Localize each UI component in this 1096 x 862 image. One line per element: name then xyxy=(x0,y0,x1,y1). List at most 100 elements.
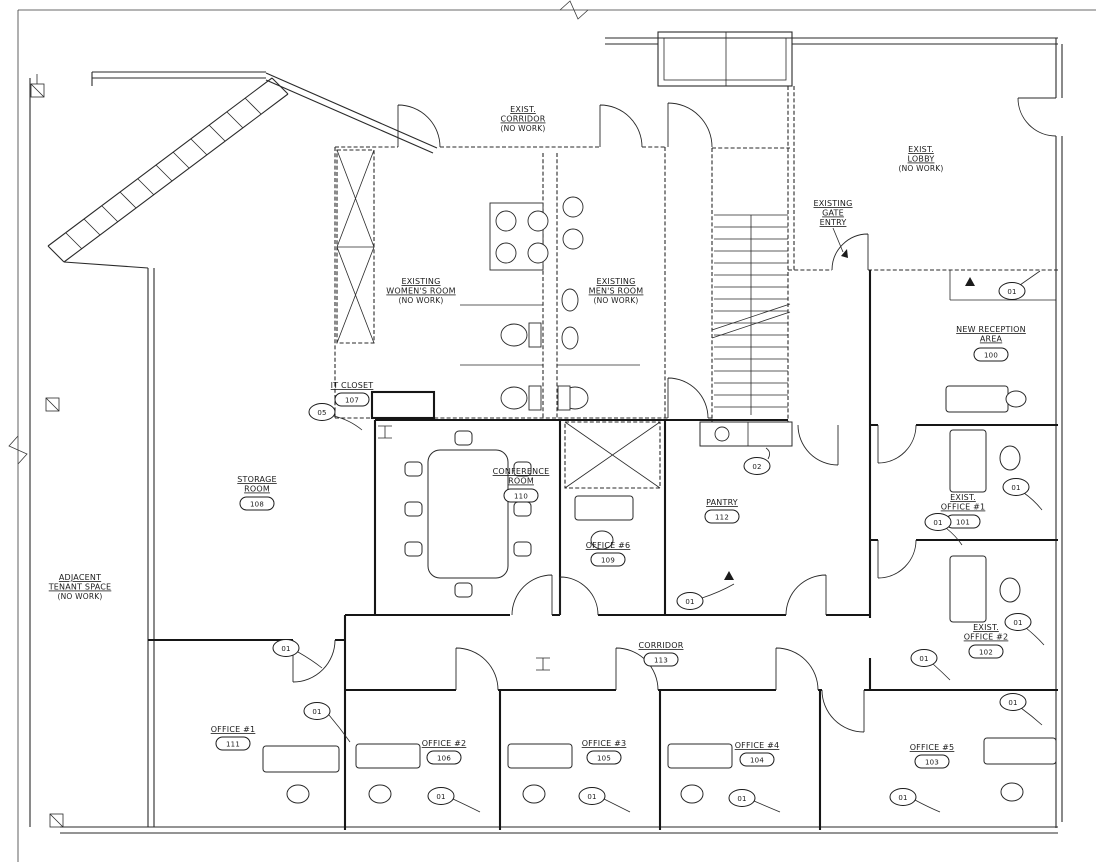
room-label-exist-corridor: EXIST. CORRIDOR (NO WORK) xyxy=(501,105,546,133)
keynote-01: 01 xyxy=(999,693,1027,711)
room-name: ROOM xyxy=(244,485,270,494)
room-name: PANTRY xyxy=(706,498,738,507)
room-number: 110 xyxy=(514,493,528,501)
shaft-x-brace xyxy=(336,149,375,344)
keynote-label: 01 xyxy=(933,519,942,527)
room-name: ROOM xyxy=(508,477,534,486)
keynote-01: 01 xyxy=(272,639,300,657)
column-symbols xyxy=(378,425,550,671)
room-label-office2: OFFICE #2 106 xyxy=(422,739,467,765)
keynote-label: 01 xyxy=(919,655,928,663)
keynote-label: 01 xyxy=(898,794,907,802)
keynote-label: 01 xyxy=(312,708,321,716)
room-name: OFFICE #1 xyxy=(941,503,986,512)
room-note: (NO WORK) xyxy=(58,592,103,601)
room-name: NEW RECEPTION xyxy=(956,325,1026,334)
keynote-label: 01 xyxy=(587,793,596,801)
room-label-office5: OFFICE #5 103 xyxy=(910,743,954,769)
room-name: EXISTING xyxy=(401,277,440,286)
room-number: 104 xyxy=(750,757,764,765)
room-label-exist-lobby: EXIST. LOBBY (NO WORK) xyxy=(899,145,944,173)
room-number-oval xyxy=(215,736,251,751)
room-label-office6: OFFICE #6 109 xyxy=(586,541,631,567)
room-number-oval xyxy=(586,750,622,765)
room-number: 101 xyxy=(956,519,970,527)
keynote-label: 01 xyxy=(1013,619,1022,627)
keynote-01: 01 xyxy=(427,787,455,805)
room-number: 113 xyxy=(654,657,668,665)
room-name: ADJACENT xyxy=(59,573,101,582)
room-name: OFFICE #3 xyxy=(582,739,627,748)
room-label-office1: OFFICE #1 111 xyxy=(211,725,256,751)
room-name: OFFICE #2 xyxy=(422,739,467,748)
reference-grid-lines xyxy=(8,0,1096,862)
room-name: WOMEN'S ROOM xyxy=(386,287,455,296)
room-name: LOBBY xyxy=(908,155,935,164)
room-number: 112 xyxy=(715,514,729,522)
room-number: 105 xyxy=(597,755,611,763)
room-number-oval xyxy=(968,644,1004,659)
keynote-label: 01 xyxy=(1011,484,1020,492)
room-name: EXIST. xyxy=(510,105,536,114)
room-name: EXISTING xyxy=(596,277,635,286)
keynote-02: 02 xyxy=(743,457,771,475)
room-number: 111 xyxy=(226,741,240,749)
room-label-storage: STORAGE ROOM 108 xyxy=(237,475,277,511)
room-name: CORRIDOR xyxy=(639,641,684,650)
keynote-01: 01 xyxy=(578,787,606,805)
room-number: 109 xyxy=(601,557,615,565)
room-name: OFFICE #2 xyxy=(964,633,1009,642)
room-label-gate-entry: EXISTING GATE ENTRY xyxy=(813,199,852,227)
room-note: (NO WORK) xyxy=(501,124,546,133)
room-number-oval xyxy=(704,509,740,524)
room-name: AREA xyxy=(980,335,1003,344)
room-number: 107 xyxy=(345,397,359,405)
keynote-label: 05 xyxy=(317,409,326,417)
keynote-01: 01 xyxy=(303,702,331,720)
room-name: EXIST. xyxy=(908,145,934,154)
room-number: 108 xyxy=(250,501,264,509)
room-name: EXIST. xyxy=(950,493,976,502)
room-name: OFFICE #1 xyxy=(211,725,256,734)
room-label-corridor113: CORRIDOR 113 xyxy=(639,641,684,667)
room-name: CONFERENCE xyxy=(493,467,550,476)
room-label-it-closet: IT CLOSET 107 xyxy=(331,381,374,407)
exterior-walls xyxy=(29,31,1063,834)
room-name: OFFICE #4 xyxy=(735,741,780,750)
room-label-mens-room: EXISTING MEN'S ROOM (NO WORK) xyxy=(589,277,644,305)
room-note: (NO WORK) xyxy=(899,164,944,173)
room-label-exist-office2: EXIST. OFFICE #2 102 xyxy=(964,623,1009,659)
room-name: TENANT SPACE xyxy=(48,583,112,592)
room-note: (NO WORK) xyxy=(594,296,639,305)
keynote-01: 01 xyxy=(728,789,756,807)
keynote-01: 01 xyxy=(676,592,704,610)
keynote-01: 01 xyxy=(910,649,938,667)
keynote-label: 02 xyxy=(752,463,761,471)
keynote-label: 01 xyxy=(737,795,746,803)
room-number: 102 xyxy=(979,649,993,657)
room-name: IT CLOSET xyxy=(331,381,374,390)
keynote-label: 01 xyxy=(436,793,445,801)
room-number-oval xyxy=(426,750,462,765)
room-label-reception: NEW RECEPTION AREA 100 xyxy=(956,325,1026,362)
door-swings xyxy=(292,97,1057,733)
room-number-oval xyxy=(973,347,1009,362)
room-number-oval xyxy=(590,552,626,567)
room-label-pantry: PANTRY 112 xyxy=(704,498,740,524)
room-name: GATE xyxy=(822,209,844,218)
room-name: MEN'S ROOM xyxy=(589,287,644,296)
room-label-conference: CONFERENCE ROOM 110 xyxy=(493,467,550,503)
office6-shaft-x-brace xyxy=(564,421,661,489)
keynote-01: 01 xyxy=(998,282,1026,300)
room-label-womens-room: EXISTING WOMEN'S ROOM (NO WORK) xyxy=(386,277,455,305)
room-number-oval xyxy=(334,392,370,407)
room-number-oval xyxy=(739,752,775,767)
room-number-oval xyxy=(643,652,679,667)
room-name: OFFICE #6 xyxy=(586,541,631,550)
restroom-fixtures xyxy=(460,196,640,411)
keynote-01: 01 xyxy=(889,788,917,806)
room-number: 103 xyxy=(925,759,939,767)
room-number: 106 xyxy=(437,755,451,763)
furniture xyxy=(262,385,1057,804)
